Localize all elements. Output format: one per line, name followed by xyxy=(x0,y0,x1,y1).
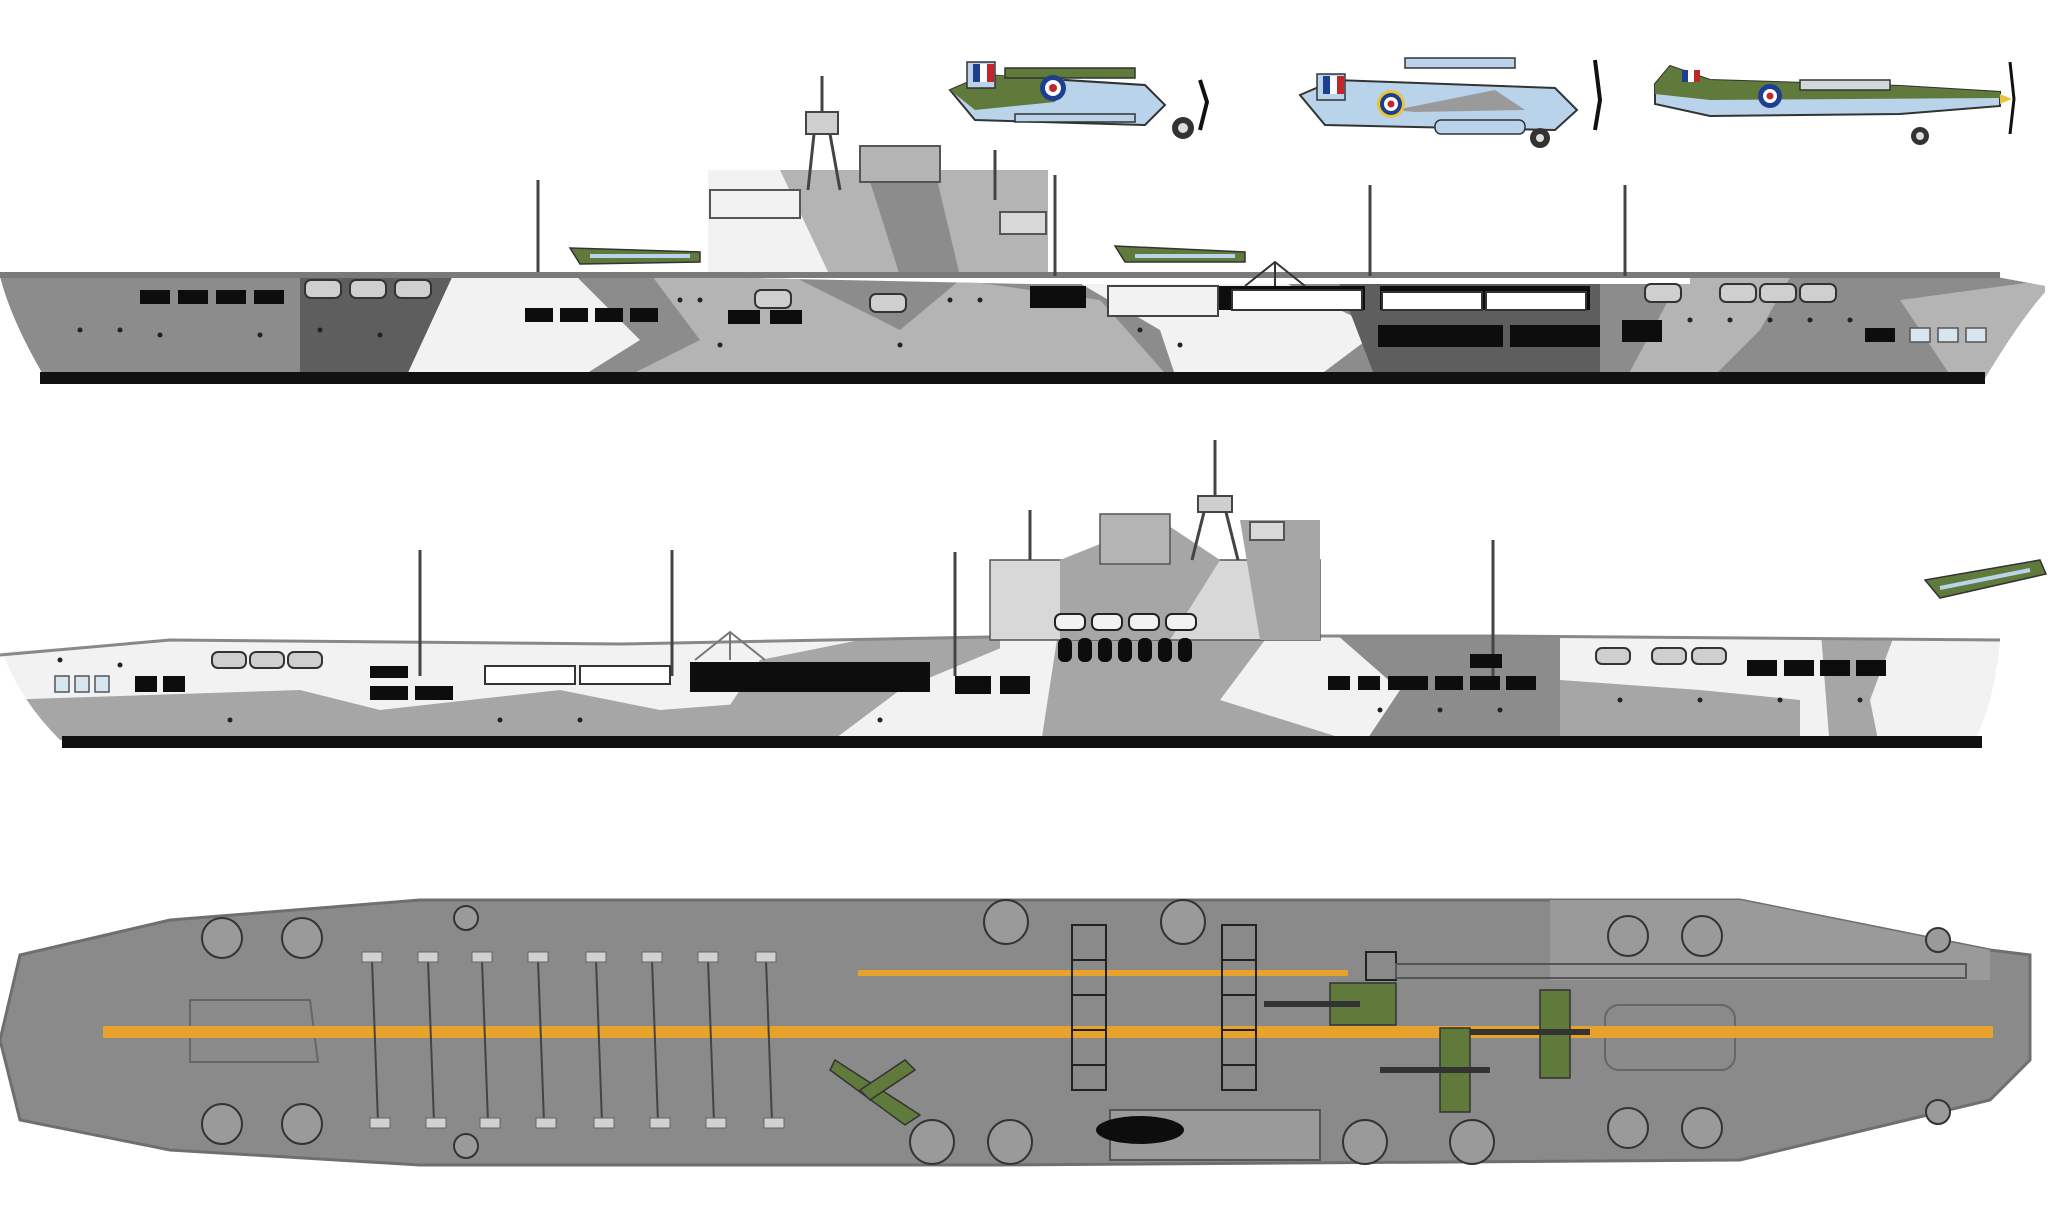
biplane-torpedo-bomber-icon xyxy=(948,61,1210,139)
island-superstructure-1 xyxy=(708,76,1048,276)
centreline-stripe xyxy=(103,1026,1993,1038)
island-port-row xyxy=(1058,638,1192,662)
gun-mounts-plan xyxy=(201,899,1951,1165)
island-openings-2 xyxy=(1054,613,1197,631)
gun-tubs-2 xyxy=(211,647,1727,669)
boat-deck-1 xyxy=(1107,260,1587,317)
starboard-side-profile xyxy=(0,76,2045,384)
flight-deck-plan-view xyxy=(0,898,2032,1167)
aircraft-on-deck-icon xyxy=(1923,559,2048,599)
portholes-1 xyxy=(77,297,1853,348)
crash-barrier-grids xyxy=(1071,924,1257,1091)
aircraft-on-deck-icon xyxy=(568,245,1246,265)
gun-tubs-1 xyxy=(304,279,1837,313)
hull-camouflage-1 xyxy=(0,272,2045,378)
hull-openings-2 xyxy=(135,654,1886,700)
portholes-2 xyxy=(57,657,1863,723)
boat-deck-2 xyxy=(484,630,766,685)
island-superstructure-2 xyxy=(989,440,1321,641)
arrester-wires xyxy=(371,959,773,1123)
port-side-profile xyxy=(0,440,2048,748)
landing-stripe xyxy=(858,970,1348,976)
aircraft-on-deck-icon xyxy=(829,982,1590,1126)
biplane-torpedo-bomber-icon xyxy=(1298,57,1603,148)
monoplane-fighter-icon xyxy=(1654,61,2016,145)
